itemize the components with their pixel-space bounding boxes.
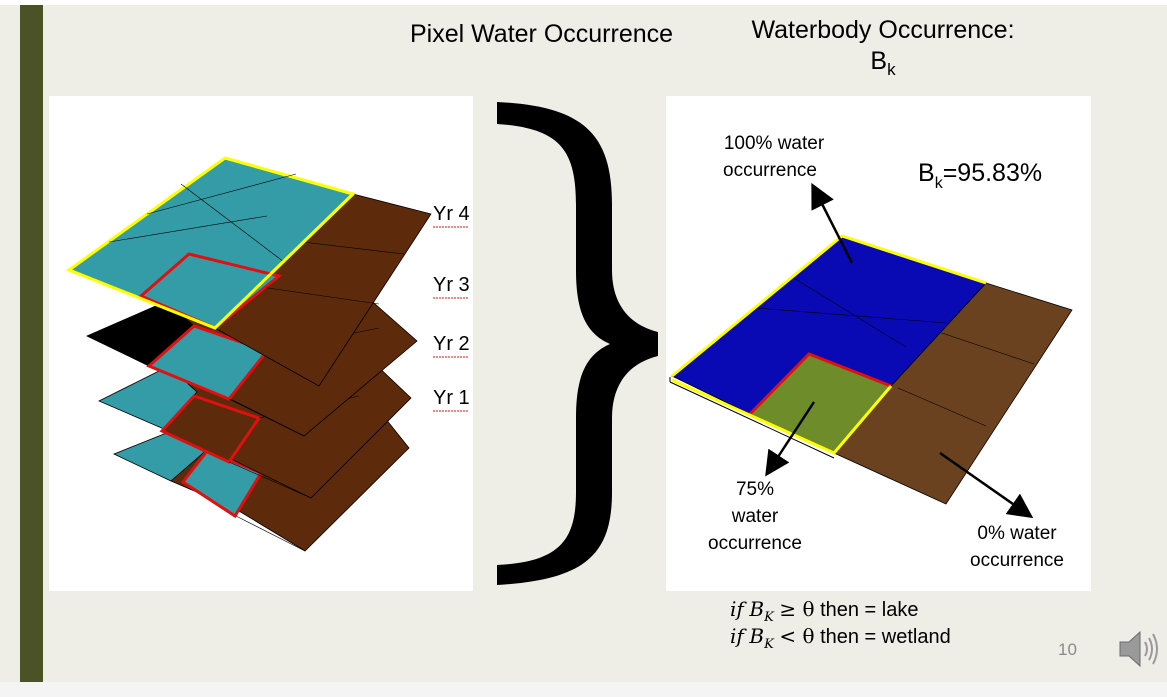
pixel-water-occurrence-title: Pixel Water Occurrence	[410, 20, 674, 48]
label-75-line1: 75%	[736, 479, 774, 500]
label-0-line2: occurrence	[970, 550, 1064, 571]
label-yr4: Yr 4	[433, 203, 470, 225]
waterbody-panel: 100% water occurrence Bk=95.83% 75% wate…	[666, 96, 1091, 591]
label-0-line1: 0% water	[977, 523, 1057, 544]
pixel-layers-diagram: Yr 4 Yr 3 Yr 2 Yr 1	[65, 156, 470, 552]
pixel-layers-panel: Yr 4 Yr 3 Yr 2 Yr 1	[49, 96, 473, 591]
label-100-line1: 100% water	[724, 133, 825, 154]
page-number: 10	[1058, 640, 1077, 659]
speaker-icon[interactable]	[1116, 628, 1160, 670]
label-75-line3: occurrence	[708, 533, 802, 554]
label-yr2: Yr 2	[433, 333, 470, 355]
arrow-0	[939, 451, 1034, 519]
bottom-strip	[0, 682, 1167, 697]
label-100-line2: occurrence	[723, 160, 817, 181]
waterbody-diagram: 100% water occurrence Bk=95.83% 75% wate…	[669, 133, 1073, 571]
label-yr3: Yr 3	[433, 274, 470, 296]
arrow-75	[765, 401, 816, 477]
layer-yr4	[65, 156, 432, 387]
label-75-line2: water	[731, 506, 779, 527]
label-yr1: Yr 1	[433, 387, 470, 409]
waterbody-occurrence-symbol: Bk	[870, 47, 896, 80]
accent-bar	[20, 5, 43, 682]
waterbody-occurrence-line1: Waterbody Occurrence:	[751, 16, 1015, 44]
arrow-100	[811, 182, 854, 264]
formula-lake: if BK ≥ θ then = lake	[730, 597, 919, 625]
bk-value: Bk=95.83%	[918, 159, 1042, 192]
formula-wetland: if BK < θ then = wetland	[730, 624, 951, 652]
waterbody-occurrence-title: Waterbody Occurrence: Bk	[728, 15, 1038, 81]
